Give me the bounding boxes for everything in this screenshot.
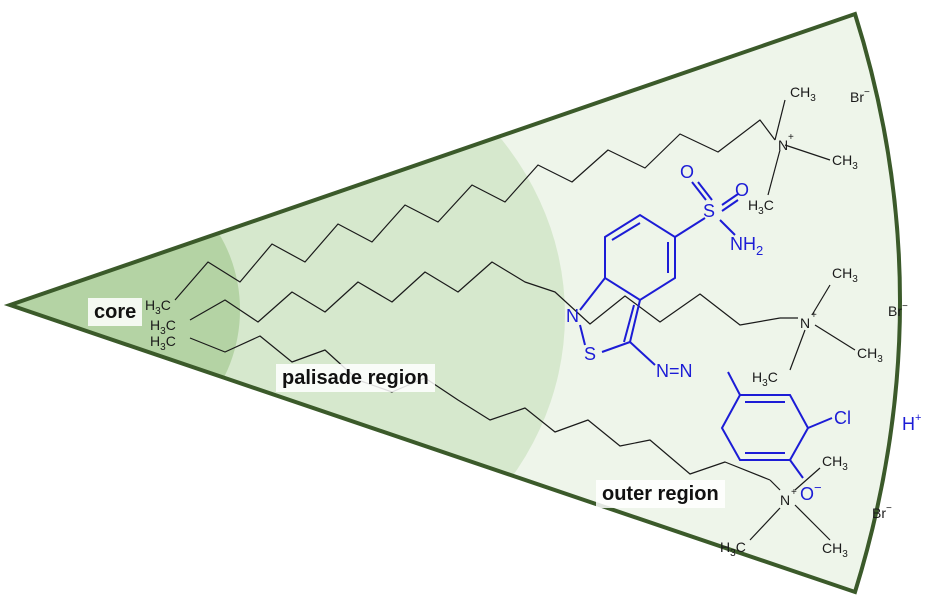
head-group-2: N + CH3 CH3 Br− — [780, 265, 908, 371]
dye-ring-bond — [579, 277, 606, 311]
phenoxide-oxygen: O− — [800, 480, 822, 504]
core-label: core — [88, 298, 143, 326]
sulfonyl-oxygen-2: O — [735, 180, 749, 200]
head-2-charge: + — [811, 310, 817, 321]
palisade-region-label: palisade region — [276, 364, 435, 392]
surfactant-chain-2 — [189, 261, 781, 326]
sulfonamide-amine: NH2 — [730, 234, 763, 258]
ring-sulfur: S — [584, 344, 596, 364]
surfactant-chain-1 — [174, 119, 776, 301]
head-3-charge: + — [791, 487, 797, 498]
tail-end-6: H3C — [752, 369, 778, 389]
head-1-methyl-top: CH3 — [790, 84, 816, 104]
outer-region-label: outer region — [596, 480, 725, 508]
counter-ion-2: Br− — [888, 301, 908, 319]
tail-end-4: H3C — [720, 539, 746, 559]
head-1-charge: + — [788, 132, 794, 143]
head-3-methyl-right: CH3 — [822, 540, 848, 560]
sulfonyl-oxygen-1: O — [680, 162, 694, 182]
head-2-methyl-top: CH3 — [832, 265, 858, 285]
head-group-1: N + CH3 CH3 Br− — [767, 84, 870, 196]
head-1-nitrogen: N — [778, 137, 788, 153]
tail-end-3: H3C — [150, 333, 176, 353]
counter-ion-3: Br− — [872, 503, 892, 521]
head-3-methyl-top: CH3 — [822, 453, 848, 473]
surfactant-chains — [174, 119, 781, 481]
azo-group: N=N — [656, 361, 693, 381]
head-3-nitrogen: N — [780, 492, 790, 508]
tail-end-5: H3C — [748, 197, 774, 217]
tail-end-labels: H3C H3C H3C H3C H3C H3C — [145, 197, 778, 559]
head-1-methyl-right: CH3 — [832, 152, 858, 172]
head-2-methyl-right: CH3 — [857, 345, 883, 365]
counter-ion-1: Br− — [850, 87, 870, 105]
surfactant-chain-3 — [189, 335, 771, 481]
ring-nitrogen: N — [566, 306, 579, 326]
head-2-nitrogen: N — [800, 315, 810, 331]
dye-molecule: O O S NH2 N S N=N Cl O− H+ — [566, 162, 921, 504]
proton: H+ — [902, 412, 921, 434]
head-group-3: N + CH3 CH3 Br− — [749, 453, 892, 560]
wedge-outline — [3, 11, 902, 595]
sulfur-sulfonyl: S — [703, 201, 715, 221]
chlorine-atom: Cl — [834, 408, 851, 428]
tail-end-2: H3C — [150, 317, 176, 337]
tail-end-1: H3C — [145, 297, 171, 317]
